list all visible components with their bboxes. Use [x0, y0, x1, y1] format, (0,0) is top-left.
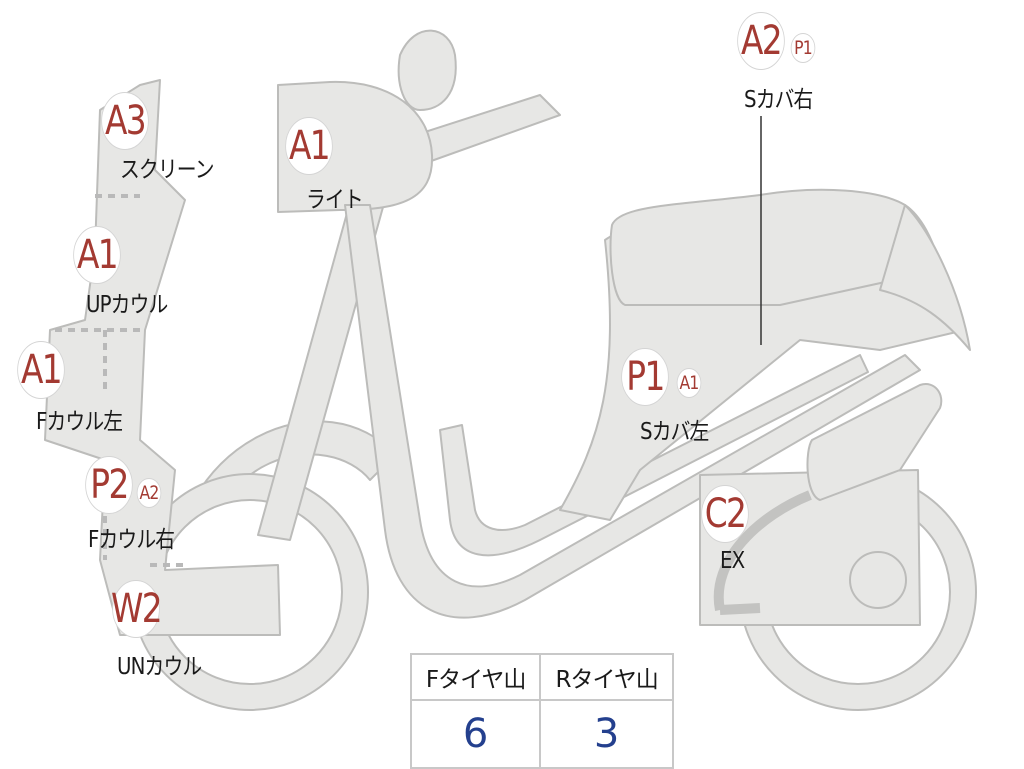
grade-badge-f-cowl-right: P2 [85, 456, 133, 514]
exhaust-pipe [713, 490, 812, 615]
part-label-f-cowl-right: Fカウル右 [88, 527, 175, 553]
part-label-f-cowl-left: Fカウル左 [36, 409, 123, 435]
sub-grade-badge-s-cover-right: P1 [790, 33, 816, 63]
front-tire-header: Fタイヤ山 [409, 653, 542, 701]
part-label-s-cover-right: Sカバ右 [744, 87, 813, 113]
part-label-exhaust: EX [720, 548, 745, 574]
grade-badge-exhaust: C2 [701, 485, 749, 543]
part-label-s-cover-left: Sカバ左 [640, 419, 709, 445]
front-tire-value: 6 [409, 699, 542, 769]
grade-badge-s-cover-right: A2 [737, 12, 785, 70]
grade-badge-f-cowl-left: A1 [17, 341, 65, 399]
grade-badge-up-cowl: A1 [73, 226, 121, 284]
rear-shock [806, 383, 943, 501]
headlight-body [277, 80, 434, 213]
part-label-up-cowl: UPカウル [86, 292, 168, 318]
rear-tire-header: Rタイヤ山 [539, 653, 674, 701]
part-label-un-cowl: UNカウル [117, 654, 202, 680]
grade-badge-light: A1 [285, 117, 333, 175]
seat [609, 188, 941, 306]
frame-tube [344, 204, 921, 619]
grade-badge-un-cowl: W2 [111, 580, 163, 638]
part-label-light: ライト [306, 187, 364, 213]
floorboard [439, 354, 869, 557]
grade-badge-s-cover-left: P1 [621, 348, 669, 406]
part-label-screen: スクリーン [120, 157, 214, 183]
rear-hub [849, 551, 907, 609]
tire-tread-table: Fタイヤ山 Rタイヤ山 6 3 [409, 653, 674, 769]
mirror [397, 29, 457, 111]
grade-badge-screen: A3 [101, 92, 149, 150]
tail [879, 204, 971, 351]
sub-grade-badge-s-cover-left: A1 [676, 368, 702, 398]
sub-grade-badge-f-cowl-right: A2 [136, 478, 162, 508]
rear-tire-value: 3 [539, 699, 674, 769]
